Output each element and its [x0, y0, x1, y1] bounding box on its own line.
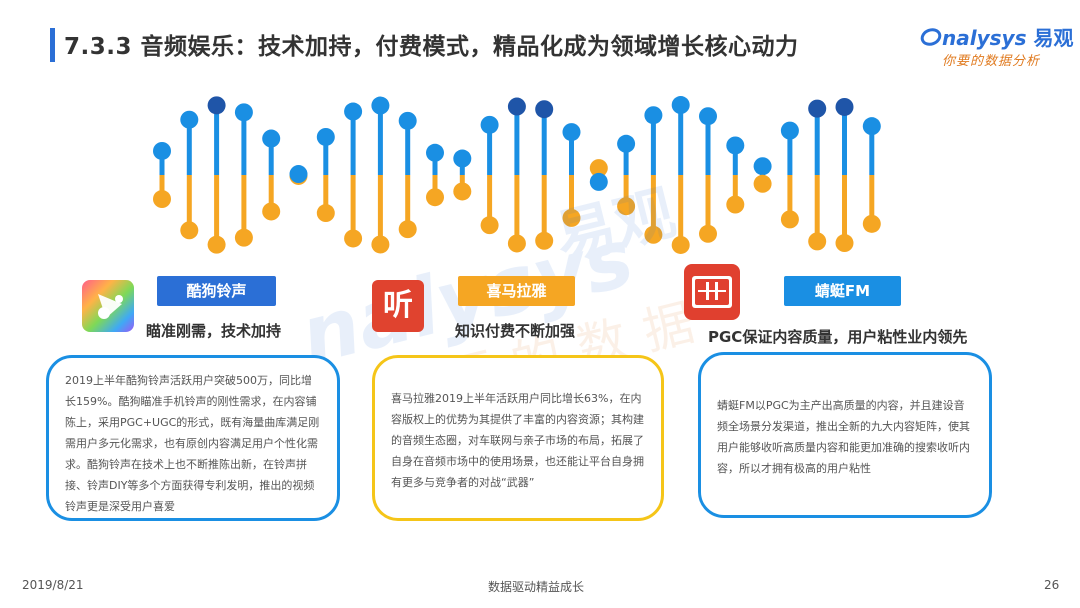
dna-node-a: [780, 121, 799, 140]
dna-node-a: [589, 159, 608, 178]
dna-node-a: [562, 123, 581, 142]
dna-node-a: [753, 157, 772, 176]
footer-date: 2019/8/21: [22, 578, 84, 592]
dna-node-b: [234, 228, 253, 247]
kugou-description-text: 2019上半年酷狗铃声活跃用户突破500万，同比增长159%。酷狗瞄准手机铃声的…: [65, 374, 320, 513]
dna-node-a: [535, 100, 554, 119]
dna-node-b: [808, 232, 827, 251]
dna-node-b: [398, 111, 417, 130]
dna-node-a: [453, 149, 472, 168]
title-accent-bar: [50, 28, 55, 62]
dna-node-a: [808, 99, 827, 118]
kugou-ringtone-icon: [82, 280, 134, 332]
dna-node-b: [589, 172, 608, 191]
dna-node-b: [207, 235, 226, 254]
dna-node-b: [371, 96, 390, 115]
qingting-description-text: 蜻蜓FM以PGC为主产出高质量的内容，并且建设音频全场景分发渠道，推出全新的九大…: [717, 399, 970, 475]
dna-node-a: [617, 197, 636, 216]
dna-helix-graphic: [153, 96, 881, 254]
dna-node-a: [426, 188, 444, 207]
dna-node-b: [780, 210, 799, 229]
dna-node-a: [835, 97, 854, 116]
dna-node-a: [644, 225, 663, 244]
dna-node-b: [180, 221, 199, 240]
page-number: 26: [1044, 578, 1060, 592]
ximalaya-name-badge: 喜马拉雅: [458, 276, 575, 306]
dna-node-a: [234, 103, 253, 122]
dna-node-a: [316, 204, 335, 223]
dna-node-a: [726, 195, 745, 214]
kugou-description-card: 2019上半年酷狗铃声活跃用户突破500万，同比增长159%。酷狗瞄准手机铃声的…: [46, 355, 340, 521]
ximalaya-icon-glyph: 听: [383, 288, 413, 323]
logo-brand-en: nalysys: [942, 26, 1027, 50]
ximalaya-description-text: 喜马拉雅2019上半年活跃用户同比增长63%，在内容版权上的优势为其提供了丰富的…: [391, 392, 644, 489]
dna-node-b: [535, 231, 554, 250]
qingting-name-badge: 蜻蜓FM: [784, 276, 901, 306]
dna-node-b: [344, 102, 363, 121]
dna-node-a: [862, 117, 881, 136]
logo-wordmark: nalysys 易观: [942, 22, 1073, 51]
dna-node-b: [316, 127, 335, 146]
dna-node-a: [671, 235, 690, 254]
logo-brand-cn: 易观: [1033, 26, 1074, 50]
ximalaya-description-card: 喜马拉雅2019上半年活跃用户同比增长63%，在内容版权上的优势为其提供了丰富的…: [372, 355, 664, 521]
dna-node-a: [344, 229, 363, 248]
footer-slogan: 数据驱动精益成长: [488, 580, 585, 594]
qingting-description-card: 蜻蜓FM以PGC为主产出高质量的内容，并且建设音频全场景分发渠道，推出全新的九大…: [698, 352, 992, 518]
dna-node-b: [507, 234, 526, 253]
dna-node-b: [862, 214, 881, 233]
kugou-tagline: 瞄准刚需，技术加持: [146, 322, 282, 340]
dna-node-b: [262, 202, 281, 221]
dna-node-b: [562, 208, 581, 227]
dna-node-a: [699, 224, 717, 243]
dna-node-b: [289, 165, 308, 184]
page-title: 7.3.3 音频娱乐：技术加持，付费模式，精品化成为领域增长核心动力: [64, 34, 799, 60]
dna-node-a: [398, 220, 417, 239]
dna-node-b: [617, 134, 636, 153]
dna-node-a: [371, 235, 390, 254]
dna-node-a: [180, 110, 199, 129]
qingting-fm-icon: [684, 264, 740, 320]
logo-slogan: 你要的数据分析: [942, 54, 1041, 69]
dna-node-b: [644, 106, 663, 125]
dna-node-a: [153, 141, 171, 160]
dna-node-b: [153, 190, 171, 209]
dna-node-b: [480, 216, 499, 235]
dna-node-b: [426, 143, 444, 162]
qingting-tagline: PGC保证内容质量，用户粘性业内领先: [708, 328, 968, 346]
dna-node-b: [835, 234, 854, 253]
ximalaya-icon: 听: [372, 280, 424, 332]
dna-node-b: [699, 107, 717, 126]
ximalaya-tagline: 知识付费不断加强: [455, 322, 576, 340]
dna-node-b: [453, 182, 472, 201]
dna-node-b: [671, 96, 690, 115]
dna-node-a: [480, 115, 499, 134]
dna-node-b: [726, 136, 745, 155]
kugou-name-badge: 酷狗铃声: [157, 276, 276, 306]
dna-node-a: [207, 96, 226, 115]
analysys-logo: nalysys 易观 你要的数据分析: [920, 22, 1073, 72]
dna-node-a: [262, 129, 281, 148]
dna-node-b: [753, 174, 772, 193]
analysys-swoosh-icon: [920, 28, 942, 46]
dna-node-a: [507, 97, 526, 116]
